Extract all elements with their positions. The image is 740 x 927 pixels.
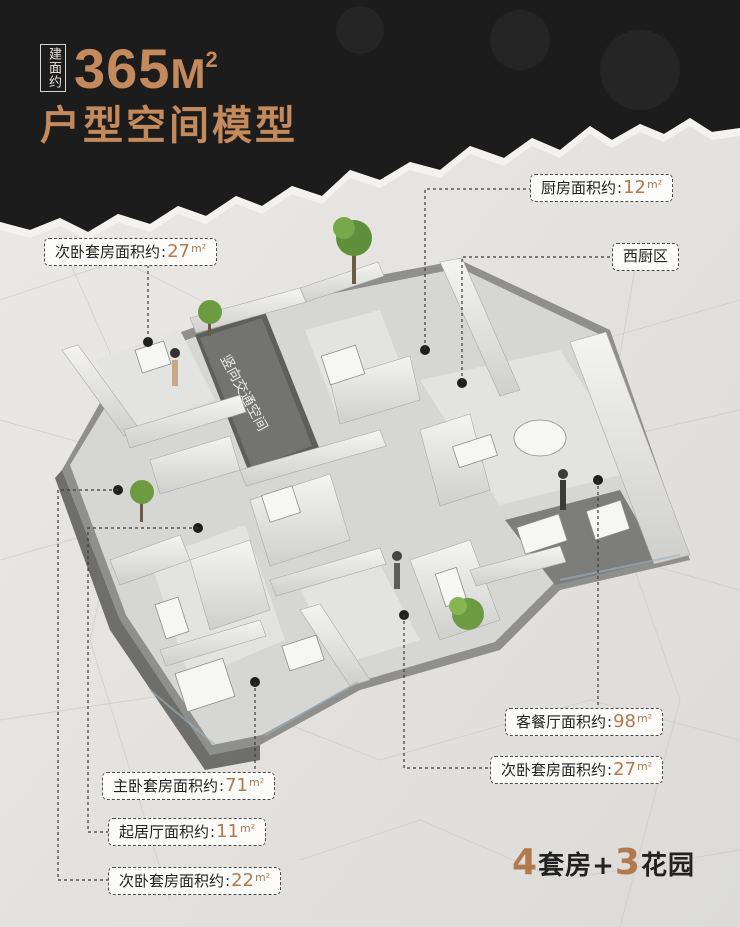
area-unit: M2 — [170, 47, 218, 97]
label-second-suite-top: 次卧套房面积约:27m² — [44, 238, 218, 266]
area-badge: 建面约 — [40, 44, 66, 92]
page-title: 户型空间模型 — [40, 103, 298, 149]
tagline: 4套房+3花园 — [512, 842, 695, 883]
area-value: 365 — [74, 37, 171, 100]
label-living-dining: 客餐厅面积约:98m² — [505, 708, 664, 736]
label-lounge: 起居厅面积约:11m² — [108, 818, 267, 846]
label-kitchen: 厨房面积约:12m² — [530, 174, 674, 202]
label-west-kitchen: 西厨区 — [612, 243, 680, 271]
label-master-suite: 主卧套房面积约:71m² — [102, 772, 276, 800]
area-figure: 365M2 — [74, 34, 218, 106]
label-second-suite-bottom: 次卧套房面积约:27m² — [490, 756, 664, 784]
header-torn-paper — [0, 0, 740, 240]
label-third-suite: 次卧套房面积约:22m² — [108, 867, 282, 895]
